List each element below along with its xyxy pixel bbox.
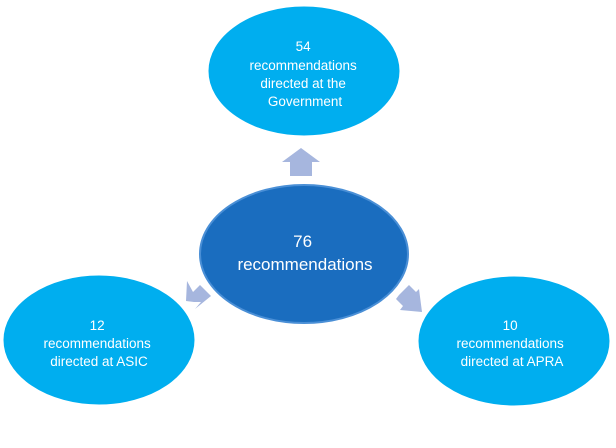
government-line-2: recommendations <box>249 58 357 73</box>
asic-node <box>0 272 198 408</box>
apra-line-2: recommendations <box>456 336 564 351</box>
government-line-4: Government <box>268 94 343 109</box>
asic-line-2: recommendations <box>43 336 151 351</box>
center-line-2: recommendations <box>237 255 372 274</box>
asic-count: 12 <box>90 318 105 333</box>
asic-line-3: directed at ASIC <box>50 354 148 369</box>
arrow-down-left-icon <box>186 281 211 309</box>
government-node <box>205 3 403 139</box>
center-count: 76 <box>293 232 312 251</box>
center-node <box>199 184 409 324</box>
asic-label: 12 recommendations directed at ASIC <box>43 318 154 369</box>
government-count: 54 <box>296 39 312 54</box>
apra-count: 10 <box>503 318 518 333</box>
apra-line-3: directed at APRA <box>461 354 564 369</box>
apra-node <box>415 273 613 409</box>
government-line-3: directed at the <box>260 76 346 91</box>
government-label: 54 recommendations directed at the Gover… <box>249 39 360 109</box>
arrow-up-icon <box>282 148 320 176</box>
apra-label: 10 recommendations directed at APRA <box>456 318 567 369</box>
center-label: 76 recommendations <box>237 232 372 274</box>
arrow-down-right-icon <box>396 285 422 312</box>
